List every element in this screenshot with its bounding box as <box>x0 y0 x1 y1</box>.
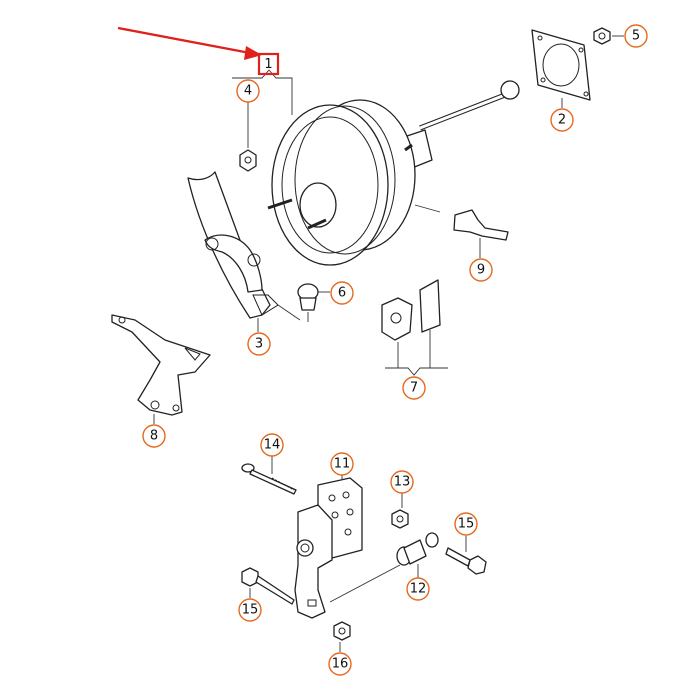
callout-12[interactable]: 12 <box>406 577 430 601</box>
callout-6[interactable]: 6 <box>330 281 354 305</box>
callout-16[interactable]: 16 <box>328 652 352 676</box>
callout-15-left[interactable]: 15 <box>238 598 262 622</box>
callout-7[interactable]: 7 <box>402 376 426 400</box>
vacuum-sensor <box>381 279 448 376</box>
brake-booster <box>232 69 520 266</box>
callout-8[interactable]: 8 <box>142 424 166 448</box>
gasket <box>531 29 591 108</box>
callout-15-right[interactable]: 15 <box>454 512 478 536</box>
callout-15-right-label: 15 <box>458 517 475 532</box>
callout-2-label: 2 <box>558 113 566 128</box>
heat-shield <box>187 171 301 332</box>
highlight-arrow <box>117 26 262 60</box>
mounting-bracket <box>111 314 211 424</box>
valve-block <box>294 474 401 619</box>
bolt-15-left <box>241 567 295 605</box>
callout-1[interactable]: 1 <box>257 52 280 76</box>
callout-3[interactable]: 3 <box>247 332 271 356</box>
callout-6-label: 6 <box>338 286 346 301</box>
callout-5[interactable]: 5 <box>624 24 648 48</box>
callout-9[interactable]: 9 <box>469 258 493 282</box>
callout-15-left-label: 15 <box>242 603 259 618</box>
callout-16-label: 16 <box>332 657 349 672</box>
callout-14[interactable]: 14 <box>260 433 284 457</box>
self-locking-nut <box>239 102 257 172</box>
callout-3-label: 3 <box>255 337 263 352</box>
callout-7-label: 7 <box>410 381 418 396</box>
callout-4[interactable]: 4 <box>236 79 260 103</box>
nut-13 <box>391 492 409 529</box>
callout-11-label: 11 <box>334 457 351 472</box>
callout-13-label: 13 <box>394 475 411 490</box>
callout-4-label: 4 <box>244 84 252 99</box>
clip-6 <box>297 283 330 322</box>
callout-8-label: 8 <box>150 429 158 444</box>
callout-5-label: 5 <box>632 29 640 44</box>
callout-2[interactable]: 2 <box>550 108 574 132</box>
union-fitting <box>396 532 439 578</box>
callout-14-label: 14 <box>264 438 281 453</box>
callout-12-label: 12 <box>410 582 427 597</box>
callout-9-label: 9 <box>477 263 485 278</box>
callout-13[interactable]: 13 <box>390 470 414 494</box>
bracket-clip-9 <box>414 204 509 258</box>
nut-5 <box>593 27 624 45</box>
bolt-14 <box>241 456 297 495</box>
callout-11[interactable]: 11 <box>330 452 354 476</box>
callout-1-label: 1 <box>264 57 272 72</box>
nut-16 <box>333 621 351 652</box>
bolt-15-right <box>445 536 487 575</box>
